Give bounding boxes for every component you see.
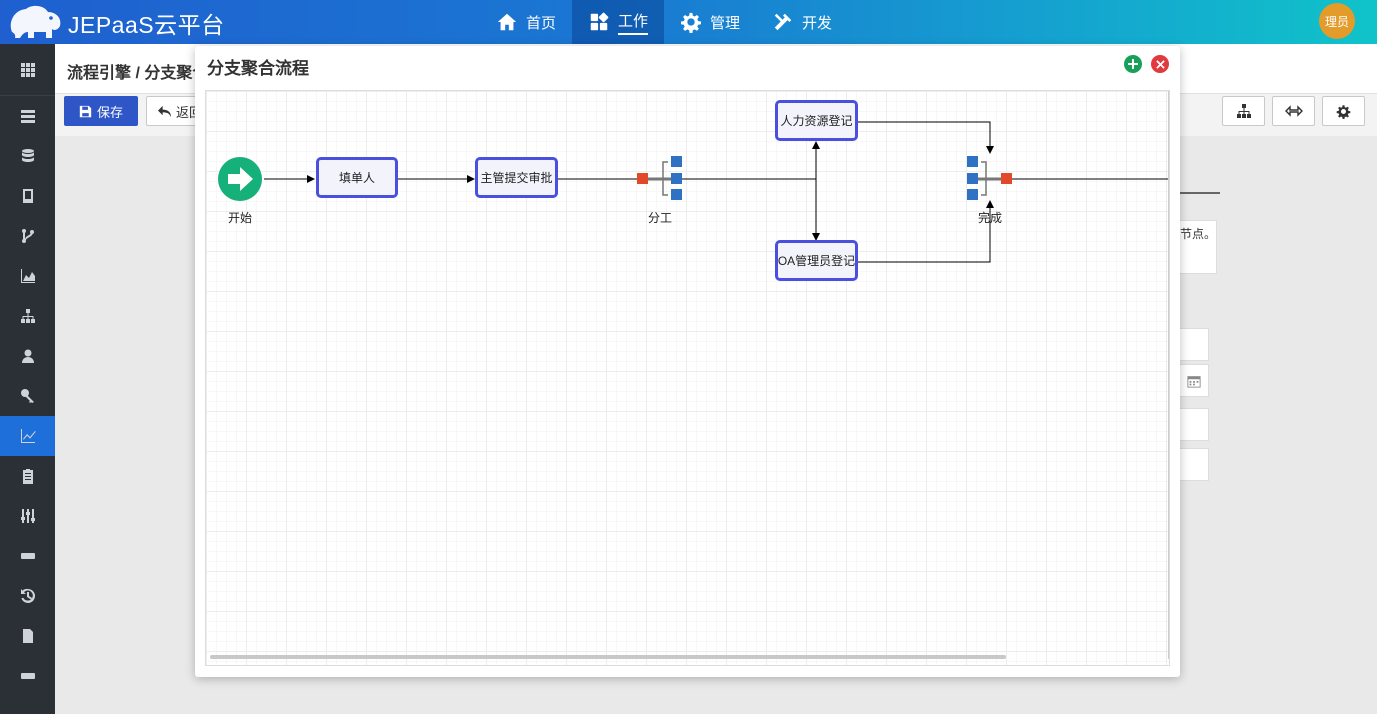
sidebar-btn-a[interactable] bbox=[0, 536, 55, 576]
sidebar-file[interactable] bbox=[0, 616, 55, 656]
button-badge-icon bbox=[20, 673, 35, 679]
split-label: 分工 bbox=[648, 211, 673, 225]
form-field[interactable] bbox=[1179, 328, 1209, 361]
main-nav: 首页 工作 管理 开发 bbox=[480, 0, 848, 44]
sidebar-database[interactable] bbox=[0, 136, 55, 176]
sidebar-sliders[interactable] bbox=[0, 496, 55, 536]
nav-manage-label: 管理 bbox=[710, 14, 741, 32]
flow-connectors bbox=[218, 121, 1169, 263]
nav-develop-label: 开发 bbox=[802, 14, 833, 32]
sidebar-analytics[interactable] bbox=[0, 416, 55, 456]
close-icon bbox=[1155, 59, 1165, 69]
flow-canvas[interactable]: 开始 填单人 主管提交审批 分工 人力资源登记 OA管理员登记 完成 bbox=[205, 90, 1170, 666]
home-icon bbox=[497, 13, 517, 31]
save-button[interactable]: 保存 bbox=[64, 96, 138, 126]
sidebar-branch[interactable] bbox=[0, 216, 55, 256]
sidebar-org[interactable] bbox=[0, 296, 55, 336]
node-oa[interactable]: OA管理员登记 bbox=[775, 240, 858, 281]
clipboard-icon bbox=[22, 469, 33, 484]
node-fill[interactable]: 填单人 bbox=[316, 157, 398, 198]
form-field[interactable] bbox=[1179, 408, 1209, 441]
node-approve[interactable]: 主管提交审批 bbox=[475, 157, 558, 198]
user-avatar[interactable]: 理员 bbox=[1319, 3, 1355, 39]
sidebar-user[interactable] bbox=[0, 336, 55, 376]
arrow-right-icon bbox=[228, 167, 253, 191]
vertical-divider bbox=[1168, 91, 1169, 659]
nav-home[interactable]: 首页 bbox=[480, 0, 572, 44]
database-icon bbox=[21, 149, 34, 162]
horizontal-scrollbar[interactable] bbox=[210, 655, 1006, 659]
tools-icon bbox=[774, 13, 792, 31]
tab-underline bbox=[1179, 192, 1220, 194]
right-toolbar bbox=[1222, 96, 1365, 126]
sidebar-clipboard[interactable] bbox=[0, 456, 55, 496]
start-event[interactable] bbox=[218, 157, 262, 201]
nav-home-label: 首页 bbox=[526, 14, 557, 32]
nav-develop[interactable]: 开发 bbox=[756, 0, 848, 44]
nav-manage[interactable]: 管理 bbox=[664, 0, 756, 44]
sidebar-apps[interactable] bbox=[0, 44, 55, 96]
page-toolbar: 保存 返回 bbox=[64, 96, 206, 126]
sidebar-book[interactable] bbox=[0, 176, 55, 216]
node-hr[interactable]: 人力资源登记 bbox=[775, 100, 858, 141]
dashboard-icon bbox=[590, 12, 609, 31]
server-icon bbox=[20, 110, 35, 123]
user-icon bbox=[21, 349, 34, 363]
arrows-horizontal-icon bbox=[1284, 105, 1303, 117]
hint-text: 节点。 bbox=[1179, 220, 1217, 274]
nav-work[interactable]: 工作 bbox=[572, 0, 665, 44]
start-label: 开始 bbox=[228, 211, 253, 225]
gear-icon bbox=[1336, 104, 1351, 119]
sidebar-history[interactable] bbox=[0, 576, 55, 616]
top-navbar: JEPaaS云平台 首页 工作 管理 开发 理员 bbox=[0, 0, 1377, 44]
sidebar-chart-area[interactable] bbox=[0, 256, 55, 296]
book-icon bbox=[22, 189, 33, 203]
sidebar-key[interactable] bbox=[0, 376, 55, 416]
add-button[interactable] bbox=[1124, 55, 1142, 73]
gear-icon bbox=[681, 12, 702, 33]
date-field[interactable] bbox=[1179, 364, 1209, 397]
file-icon bbox=[22, 629, 33, 643]
split-gateway[interactable] bbox=[637, 156, 682, 200]
plus-icon bbox=[1128, 59, 1138, 69]
sliders-icon bbox=[20, 509, 35, 523]
sidebar-list[interactable] bbox=[0, 96, 55, 136]
expand-width-button[interactable] bbox=[1272, 96, 1315, 126]
edge-oa-join bbox=[856, 200, 994, 263]
calendar-icon bbox=[1187, 375, 1201, 388]
settings-button[interactable] bbox=[1322, 96, 1365, 126]
edge-hr-join bbox=[856, 121, 994, 154]
brand-title: JEPaaS云平台 bbox=[68, 12, 225, 38]
join-label: 完成 bbox=[978, 211, 1003, 225]
nav-work-label: 工作 bbox=[618, 10, 649, 35]
area-chart-icon bbox=[20, 269, 35, 283]
line-chart-icon bbox=[20, 429, 36, 443]
form-field[interactable] bbox=[1179, 448, 1209, 481]
grid-icon bbox=[20, 62, 35, 77]
layout-tree-button[interactable] bbox=[1222, 96, 1265, 126]
save-button-label: 保存 bbox=[96, 104, 123, 120]
modal-title: 分支聚合流程 bbox=[207, 59, 309, 78]
history-icon bbox=[20, 588, 35, 603]
sidebar-btn-b[interactable] bbox=[0, 656, 55, 696]
key-icon bbox=[20, 389, 34, 403]
left-sidebar bbox=[0, 44, 55, 714]
reply-icon bbox=[158, 105, 171, 117]
elephant-logo-icon bbox=[10, 5, 61, 38]
button-badge-icon bbox=[20, 553, 35, 559]
sitemap-icon bbox=[1236, 104, 1251, 118]
save-icon bbox=[79, 105, 92, 117]
join-gateway[interactable] bbox=[967, 156, 1012, 200]
process-modal: 分支聚合流程 bbox=[195, 46, 1180, 677]
sitemap-icon bbox=[20, 309, 35, 323]
close-button[interactable] bbox=[1151, 55, 1169, 73]
branch-icon bbox=[21, 229, 34, 243]
